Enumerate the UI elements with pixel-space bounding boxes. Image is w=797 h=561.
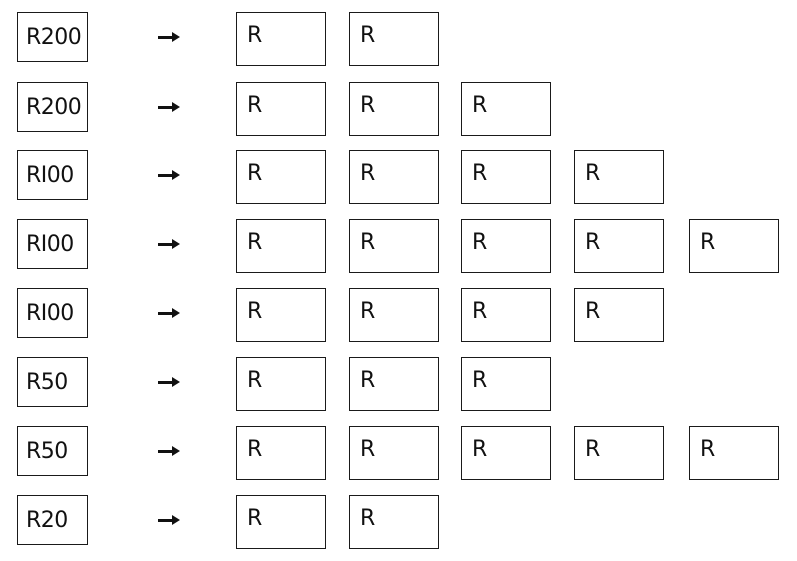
note-box: R [574,426,664,480]
amount-box: RI00 [17,219,88,269]
note-box: R [349,82,439,136]
amount-box: R200 [17,82,88,132]
note-box: R [461,82,551,136]
note-box: R [236,82,326,136]
amount-box: R200 [17,12,88,62]
note-box: R [349,426,439,480]
note-box: R [236,288,326,342]
note-box: R [236,495,326,549]
note-box: R [349,150,439,204]
amount-box: R20 [17,495,88,545]
note-box: R [461,426,551,480]
note-box: R [236,357,326,411]
right-arrow-icon [158,31,180,43]
right-arrow-icon [158,514,180,526]
amount-box: R50 [17,357,88,407]
note-box: R [236,426,326,480]
note-box: R [461,357,551,411]
right-arrow-icon [158,376,180,388]
note-box: R [574,150,664,204]
note-box: R [349,495,439,549]
right-arrow-icon [158,238,180,250]
note-box: R [689,219,779,273]
note-box: R [461,150,551,204]
note-box: R [461,219,551,273]
amount-box: R50 [17,426,88,476]
right-arrow-icon [158,169,180,181]
note-box: R [689,426,779,480]
right-arrow-icon [158,445,180,457]
amount-box: RI00 [17,288,88,338]
note-box: R [236,12,326,66]
right-arrow-icon [158,307,180,319]
amount-box: RI00 [17,150,88,200]
note-box: R [349,219,439,273]
note-box: R [236,219,326,273]
note-box: R [236,150,326,204]
note-box: R [574,219,664,273]
right-arrow-icon [158,101,180,113]
note-box: R [574,288,664,342]
note-box: R [349,288,439,342]
note-box: R [461,288,551,342]
note-box: R [349,357,439,411]
note-box: R [349,12,439,66]
